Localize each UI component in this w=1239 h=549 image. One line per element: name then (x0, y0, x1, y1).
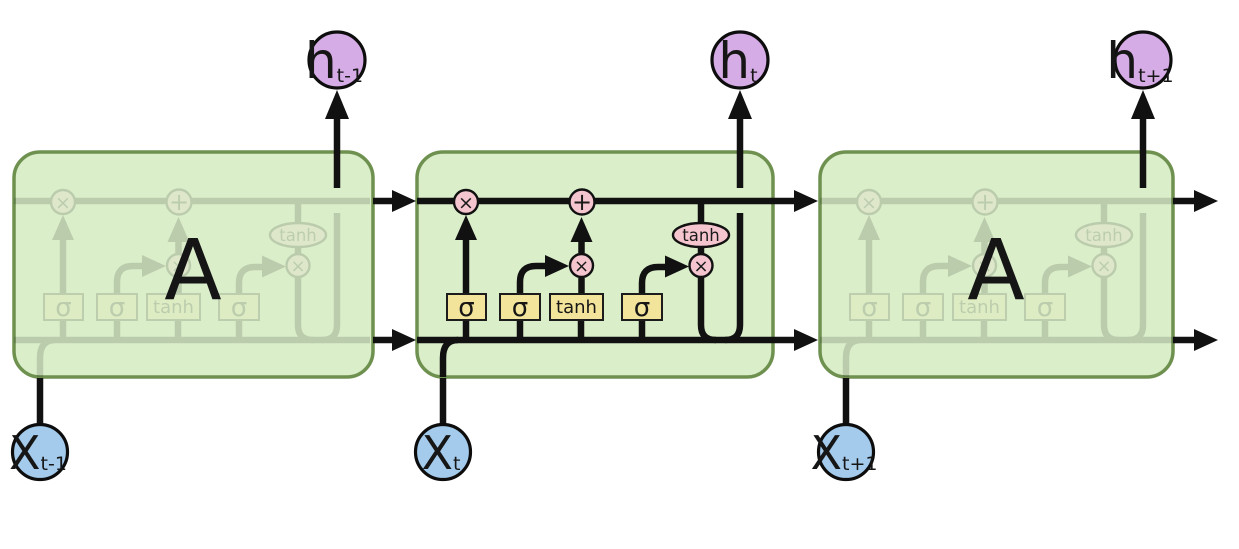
hidden-state-out-arrowhead (794, 329, 818, 351)
cell-state-out-arrowhead (794, 190, 818, 212)
input-current-label: Xt (422, 426, 461, 480)
hidden-state-next-node (1113, 30, 1173, 90)
hidden-state-current-node (710, 30, 770, 90)
input-current-base: X (422, 426, 454, 480)
hidden-output-arrowhead-current (728, 90, 752, 119)
input-current-node (413, 422, 473, 482)
input-prev-node (10, 422, 70, 482)
hidden-state-in-arrowhead (392, 329, 416, 351)
hidden-prev-sub: t-1 (337, 65, 363, 87)
hidden-prev-base: h (305, 32, 337, 90)
input-current-sub: t (453, 453, 460, 475)
chain-hidden-exit-arrowhead (1194, 329, 1218, 351)
input-prev-label: Xt-1 (9, 426, 67, 480)
hidden-state-prev-node (307, 30, 367, 90)
input-next-node (816, 422, 876, 482)
module-next-label: A (967, 221, 1024, 319)
input-next-sub: t+1 (842, 453, 877, 475)
input-prev-sub: t-1 (41, 453, 67, 475)
input-prev-base: X (9, 426, 41, 480)
hidden-state-current-label: ht (718, 32, 757, 90)
chain-cell-exit-arrowhead (1194, 190, 1218, 212)
hidden-next-base: h (1106, 32, 1138, 90)
hidden-current-base: h (718, 32, 750, 90)
hidden-output-arrowhead-prev (325, 90, 349, 119)
module-prev-label: A (164, 221, 221, 319)
input-next-label: Xt+1 (811, 426, 878, 480)
hidden-state-prev-label: ht-1 (305, 32, 363, 90)
input-next-base: X (811, 426, 843, 480)
hidden-next-sub: t+1 (1138, 65, 1173, 87)
hidden-output-arrowhead-next (1131, 90, 1155, 119)
hidden-state-next-label: ht+1 (1106, 32, 1173, 90)
hidden-current-sub: t (750, 65, 757, 87)
cell-state-in-arrowhead (392, 190, 416, 212)
